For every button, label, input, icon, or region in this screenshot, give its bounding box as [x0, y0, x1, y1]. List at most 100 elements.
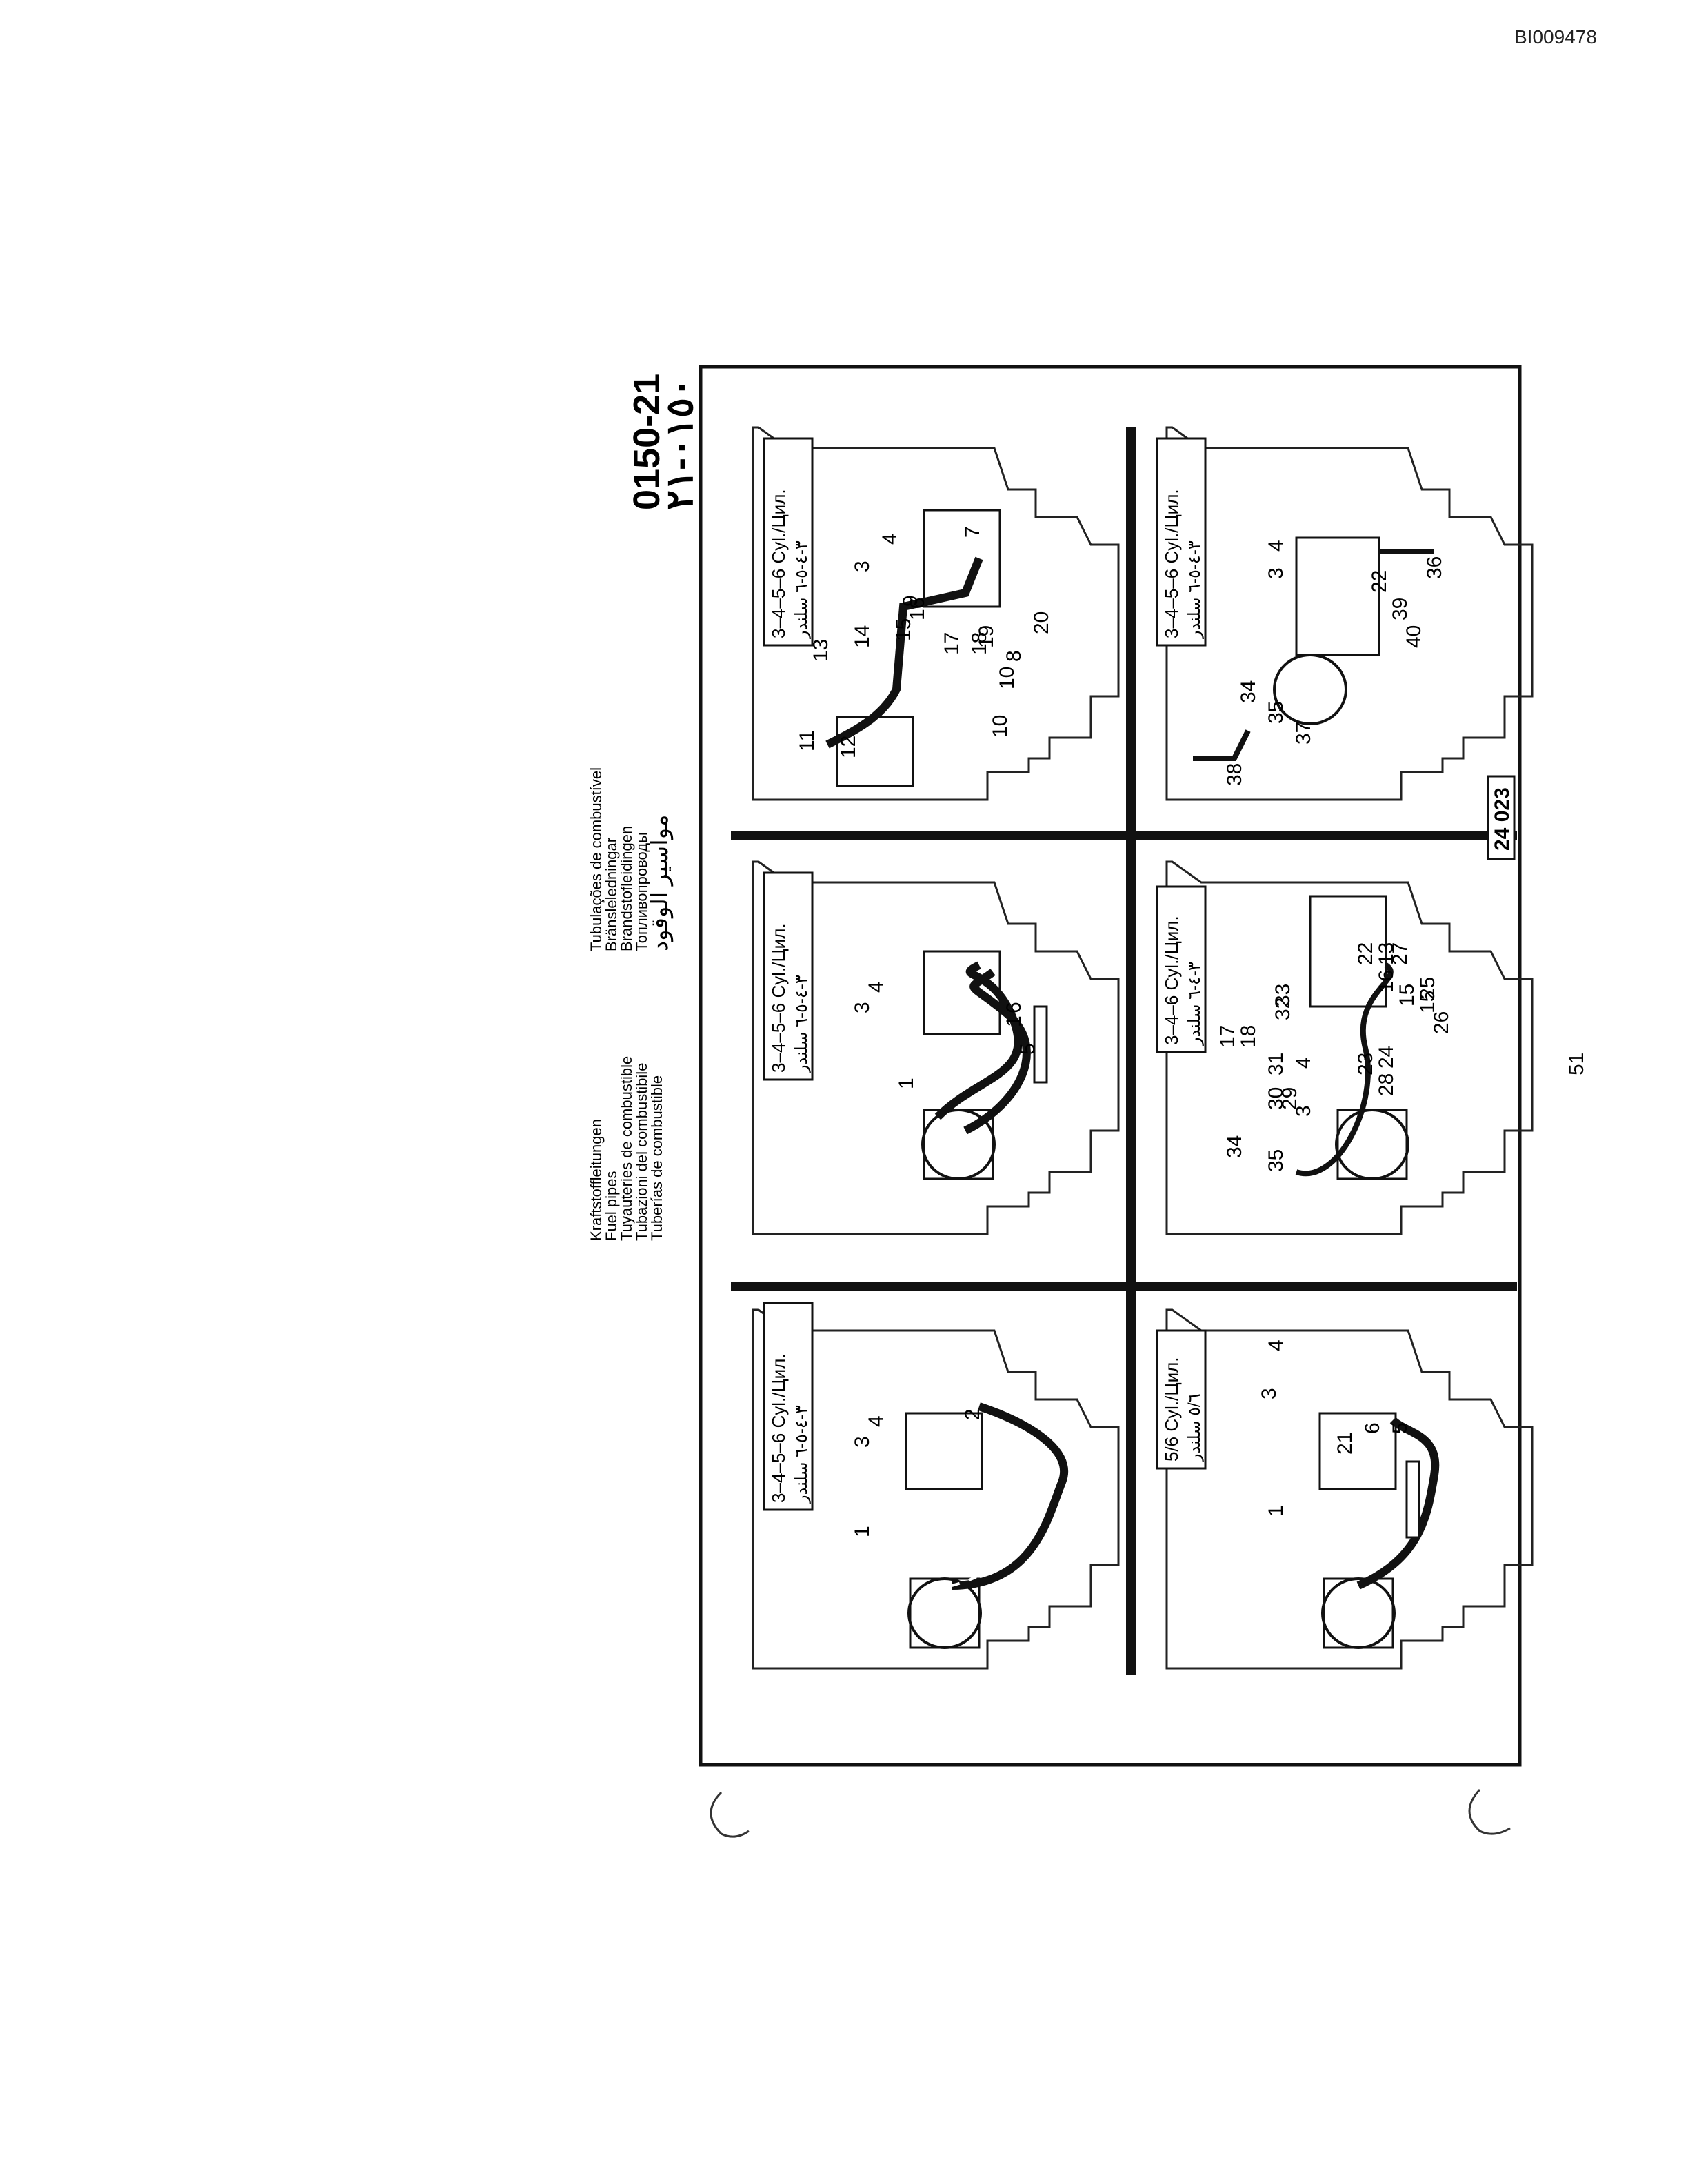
- svg-text:3–4–5–6 Cyl./Цил.: 3–4–5–6 Cyl./Цил.: [768, 489, 789, 638]
- punch-mark-left: [710, 1791, 750, 1838]
- fuel-pipe: [951, 1402, 1068, 1590]
- callout-number: 10: [989, 715, 1012, 738]
- fuel-filter-icon: [1321, 1577, 1396, 1649]
- panel-4-label: 5/6 Cyl./Цил. ٥/٦ سلندر: [1156, 1329, 1207, 1470]
- title-de: Kraftstoffleitungen: [587, 1119, 605, 1241]
- title-ru: Топливопроводы: [633, 832, 650, 951]
- callout-number: 17: [1216, 1025, 1239, 1048]
- callout-number: 22: [1368, 570, 1391, 593]
- callout-number: 22: [1354, 942, 1377, 965]
- callout-number: 33: [1272, 984, 1294, 1007]
- injection-pump-icon: [905, 1412, 983, 1490]
- callout-number: 25: [1416, 977, 1439, 1000]
- engine-outline: [752, 860, 1120, 1235]
- fuel-pipe: [1295, 962, 1394, 1177]
- panel-3-label: 3–4–5–6 Cyl./Цил. ٣-٤-٥-٦ سلندر: [763, 437, 814, 647]
- engine-outline: [752, 1308, 1120, 1670]
- callout-number: 5: [1389, 1422, 1411, 1434]
- figure-ref: 24 023: [1491, 787, 1514, 851]
- fuel-filter-housing: [909, 1577, 981, 1649]
- svg-text:٣-٤-٥-٦ سلندر: ٣-٤-٥-٦ سلندر: [792, 540, 811, 639]
- callout-number: 16: [1375, 970, 1398, 993]
- svg-text:3–4–5–6 Cyl./Цил.: 3–4–5–6 Cyl./Цил.: [768, 1353, 789, 1503]
- callout-number: 4: [1265, 540, 1287, 552]
- svg-text:٣-٤-٥-٦ سلندر: ٣-٤-٥-٦ سلندر: [1185, 540, 1204, 639]
- svg-text:3–4–5–6 Cyl./Цил.: 3–4–5–6 Cyl./Цил.: [1161, 489, 1182, 638]
- injection-pump-icon: [923, 509, 1001, 608]
- callout-number: 31: [1265, 1053, 1287, 1075]
- callout-number: 17: [941, 632, 963, 655]
- title-es: Tuberías de combustible: [648, 1075, 665, 1241]
- injection-pump-icon: [923, 950, 1001, 1035]
- callout-number: 2: [961, 1408, 984, 1420]
- svg-text:5/6 Cyl./Цил.: 5/6 Cyl./Цил.: [1161, 1357, 1182, 1462]
- injection-pump-icon: [1309, 895, 1387, 1008]
- title-ar: مواسير الوقود: [647, 814, 674, 951]
- callout-number: 6: [1003, 1002, 1025, 1013]
- callout-number: 3: [851, 560, 874, 572]
- svg-text:٣-٤-٦ سلندر: ٣-٤-٦ سلندر: [1185, 962, 1204, 1046]
- panel-4: [1165, 1308, 1534, 1670]
- callout-number: 15: [1396, 984, 1418, 1007]
- callout-number: 3: [1258, 1388, 1280, 1399]
- callout-number: 3: [1292, 1105, 1315, 1117]
- title-nl: Brandstofleidingen: [618, 826, 635, 951]
- callout-number: 6: [1361, 1422, 1384, 1434]
- title-fr: Tuyauteries de combustible: [618, 1056, 635, 1241]
- panel-5-label: 3–4–6 Cyl./Цил. ٣-٤-٦ سلندر: [1156, 885, 1207, 1053]
- callout-number: 1: [1265, 1505, 1287, 1517]
- panel-2: [752, 860, 1120, 1235]
- title-it: Tubazioni del combustibile: [633, 1063, 650, 1241]
- callout-number: 20: [1030, 611, 1053, 634]
- callout-number: 38: [1223, 763, 1246, 786]
- svg-text:3–4–5–6 Cyl./Цил.: 3–4–5–6 Cyl./Цил.: [768, 923, 789, 1073]
- callout-number: 15: [1416, 991, 1439, 1013]
- callout-number: 30: [1265, 1087, 1287, 1110]
- callout-number: 4: [878, 533, 901, 545]
- callout-number: 14: [851, 625, 874, 648]
- svg-text:٥/٦ سلندر: ٥/٦ سلندر: [1185, 1393, 1204, 1462]
- fuel-pipe-2: [963, 969, 1031, 1135]
- fuel-filter-icon: [907, 1577, 982, 1649]
- callout-number: 7: [961, 526, 984, 538]
- fuel-pipe: [1193, 729, 1251, 761]
- panel-6: [1165, 426, 1534, 801]
- callout-number: 9: [899, 595, 922, 607]
- callout-number: 34: [1223, 1135, 1246, 1158]
- callout-number: 4: [865, 1415, 887, 1427]
- callout-number: 13: [810, 639, 832, 662]
- diagram-frame: [699, 365, 1522, 1767]
- callout-number: 21: [1334, 1432, 1356, 1455]
- section-number: 0150-21: [626, 374, 667, 510]
- callout-number: 16: [906, 598, 929, 620]
- svg-text:٣-٤-٥-٦ سلندر: ٣-٤-٥-٦ سلندر: [792, 1405, 811, 1504]
- page-number: 51: [1565, 1053, 1588, 1075]
- section-number-arabic: ٠١٥٠-٢١: [659, 378, 701, 510]
- callout-number: 4: [865, 981, 887, 993]
- callout-number: 3: [1265, 567, 1287, 579]
- panel-2-label: 3–4–5–6 Cyl./Цил. ٣-٤-٥-٦ سلندر: [763, 871, 814, 1081]
- engine-outline: [1165, 426, 1534, 801]
- engine-outline: [752, 426, 1120, 801]
- fuel-filter-housing: [1323, 1577, 1394, 1649]
- fuel-pipe: [825, 556, 983, 749]
- fuel-filter-housing: [923, 1109, 994, 1180]
- callout-number: 1: [895, 1078, 918, 1089]
- callout-number: 26: [1430, 1011, 1453, 1034]
- callout-number: 28: [1375, 1073, 1398, 1096]
- callout-number: 40: [1403, 625, 1425, 648]
- panel-3: [752, 426, 1120, 801]
- callout-number: 35: [1265, 701, 1287, 724]
- panel-6-label: 3–4–5–6 Cyl./Цил. ٣-٤-٥-٦ سلندر: [1156, 437, 1207, 647]
- callout-number: 32: [1272, 998, 1294, 1020]
- svg-text:3–4–6 Cyl./Цил.: 3–4–6 Cyl./Цил.: [1161, 916, 1182, 1045]
- callout-number: 18: [968, 632, 991, 655]
- callout-number: 10: [996, 667, 1018, 689]
- engine-outline: [1165, 860, 1534, 1235]
- callout-number: 3: [851, 1436, 874, 1448]
- title-block: Kraftstoffleitungen Fuel pipes Tuyauteri…: [587, 767, 674, 1241]
- callout-number: 18: [1237, 1025, 1260, 1048]
- title-pt: Tubulações de combustível: [587, 767, 605, 951]
